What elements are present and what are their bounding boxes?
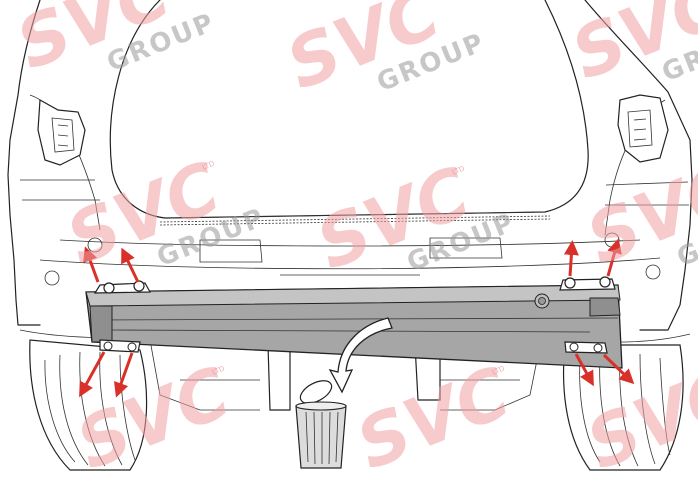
discard-arrow-icon <box>328 317 393 394</box>
trash-bin-icon <box>295 380 347 469</box>
watermark-layer: SVC GROUP SVC GROUP SVC GROUP SVC GROUP … <box>6 0 698 482</box>
arrow-lower-left-1 <box>79 351 106 398</box>
arrow-upper-left-2 <box>121 247 140 283</box>
bumper-reinforcement-beam <box>85 284 623 369</box>
arrow-upper-left-1 <box>83 246 100 283</box>
arrow-lower-right-2 <box>602 353 635 385</box>
mounting-bolts <box>93 276 616 354</box>
arrow-upper-right-2 <box>606 238 622 277</box>
removal-arrows <box>79 238 635 398</box>
car-rear-body <box>7 0 693 331</box>
arrow-lower-left-2 <box>113 352 134 398</box>
arrow-upper-right-1 <box>563 240 579 277</box>
arrow-lower-right-1 <box>574 353 594 387</box>
